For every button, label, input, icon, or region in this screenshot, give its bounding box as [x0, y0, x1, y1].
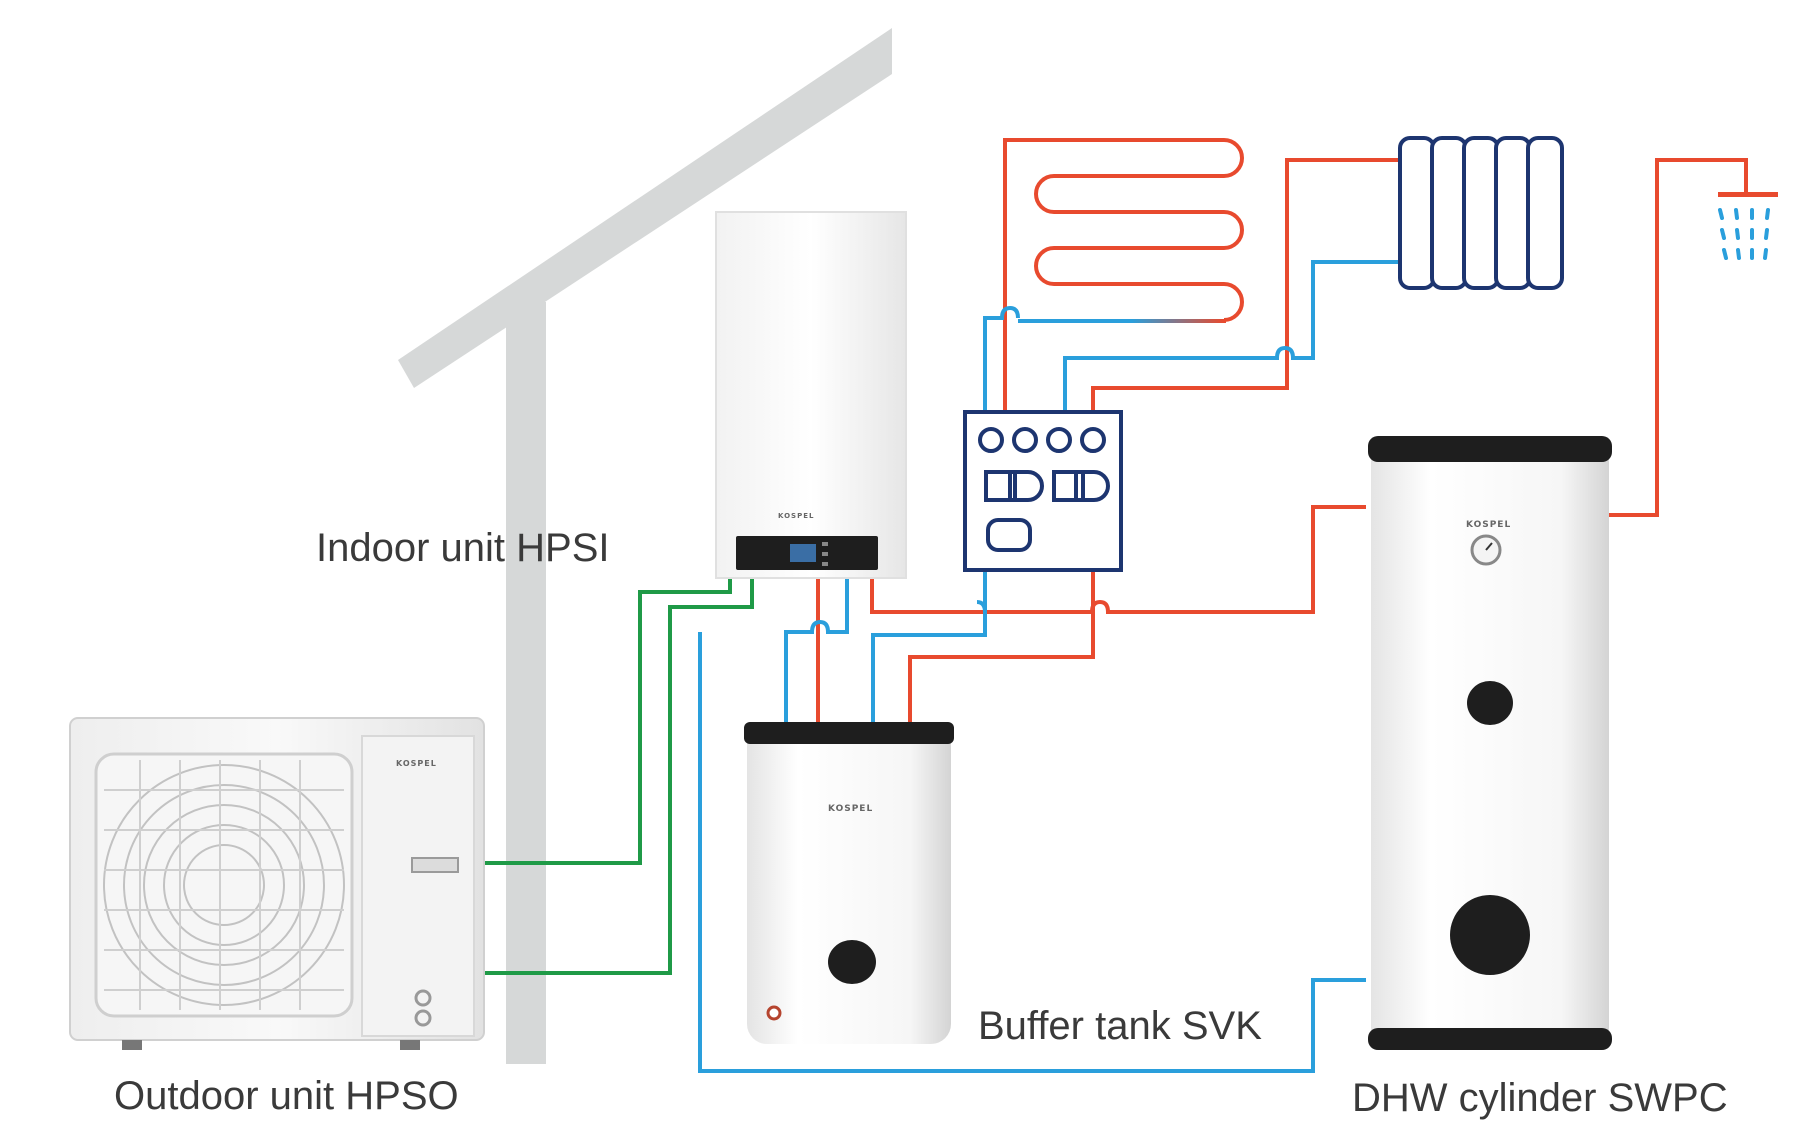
radiator-icon: [1398, 136, 1564, 290]
outdoor-unit-hpso: KOSPEL: [69, 717, 485, 1050]
brand-logo: KOSPEL: [1466, 520, 1511, 530]
dhw-cylinder-swpc: KOSPEL: [1368, 436, 1612, 1050]
label-buffer-tank: Buffer tank SVK: [978, 1004, 1262, 1048]
house-roof-outline: [398, 28, 892, 1064]
label-indoor-unit: Indoor unit HPSI: [316, 526, 610, 570]
label-outdoor-unit: Outdoor unit HPSO: [114, 1074, 459, 1118]
brand-logo: KOSPEL: [396, 759, 437, 768]
indoor-unit-hpsi: KOSPEL: [715, 211, 907, 579]
brand-logo: KOSPEL: [828, 804, 873, 814]
label-dhw-cylinder: DHW cylinder SWPC: [1352, 1076, 1728, 1120]
refrigerant-lines: [484, 576, 754, 975]
buffer-tank-svk: KOSPEL: [744, 722, 954, 1044]
brand-logo: KOSPEL: [778, 512, 814, 520]
thermometer-gauge-icon: [1470, 534, 1502, 566]
hot-water-pipes: [816, 138, 1748, 722]
shower-head-icon: [1718, 192, 1778, 260]
mixing-manifold-icon: [963, 410, 1123, 572]
